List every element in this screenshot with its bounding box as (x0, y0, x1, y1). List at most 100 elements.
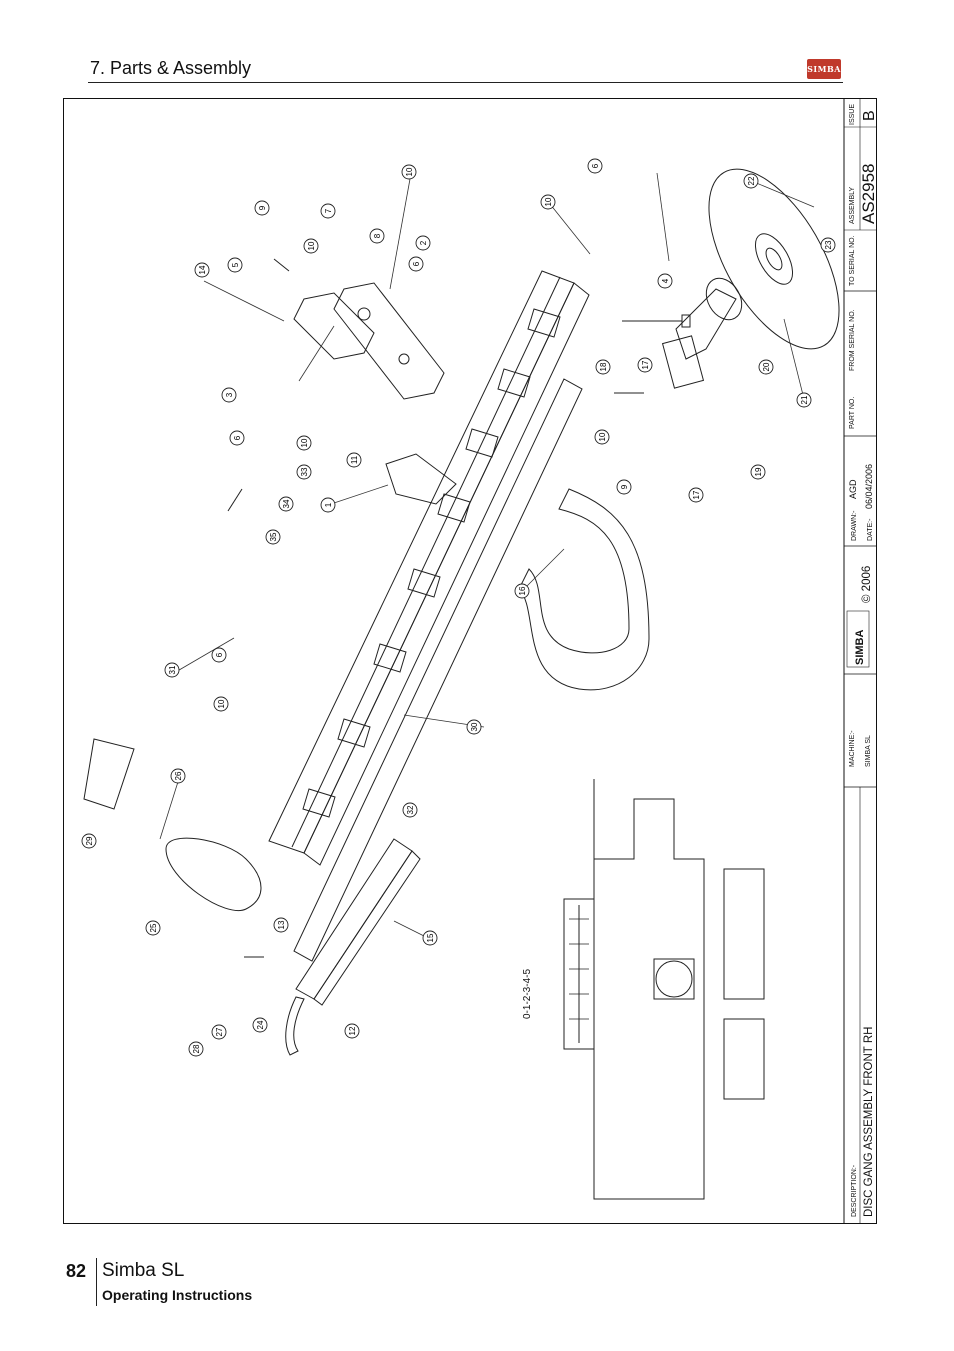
svg-text:17: 17 (641, 360, 650, 369)
callout: 18 (595, 359, 611, 375)
callout: 10 (296, 435, 312, 451)
disc-blade (708, 168, 840, 350)
callout: 11 (346, 452, 362, 468)
callout: 16 (514, 583, 530, 599)
svg-text:30: 30 (470, 722, 479, 731)
svg-text:8: 8 (373, 233, 382, 238)
svg-text:18: 18 (599, 362, 608, 371)
callout: 9 (616, 479, 632, 495)
svg-text:19: 19 (754, 467, 763, 476)
callout: 34 (278, 496, 294, 512)
callout: 20 (758, 359, 774, 375)
callout: 21 (796, 392, 812, 408)
pins-and-bolts (227, 258, 691, 958)
footer-subtitle: Operating Instructions (102, 1287, 253, 1303)
callout: 26 (170, 768, 186, 784)
drawn-value: AGD (848, 479, 858, 499)
callout: 9 (254, 200, 270, 216)
callout: 19 (750, 464, 766, 480)
callout: 31 (164, 662, 180, 678)
footer-divider (96, 1258, 97, 1306)
callout: 23 (820, 237, 836, 253)
page-number: 82 (66, 1261, 87, 1281)
upper-bracket (293, 282, 445, 400)
svg-text:10: 10 (598, 432, 607, 441)
callout: 6 (211, 647, 227, 663)
svg-text:20: 20 (762, 362, 771, 371)
leader-lines (159, 172, 815, 942)
svg-text:35: 35 (269, 532, 278, 541)
svg-text:27: 27 (215, 1027, 224, 1036)
svg-text:11: 11 (350, 455, 359, 464)
svg-text:13: 13 (277, 920, 286, 929)
svg-text:6: 6 (233, 435, 242, 440)
callout: 10 (401, 164, 417, 180)
svg-text:10: 10 (300, 438, 309, 447)
callout: 7 (320, 203, 336, 219)
svg-text:9: 9 (620, 484, 629, 489)
svg-text:23: 23 (824, 240, 833, 249)
svg-text:6: 6 (412, 261, 421, 266)
svg-text:24: 24 (256, 1020, 265, 1029)
svg-text:1: 1 (324, 502, 333, 507)
spring-assembly (83, 738, 262, 911)
simba-logo: SIMBA (807, 59, 841, 79)
svg-text:26: 26 (174, 771, 183, 780)
svg-text:34: 34 (282, 499, 291, 508)
callout: 12 (344, 1023, 360, 1039)
logo-text: SIMBA (807, 64, 841, 74)
svg-text:29: 29 (85, 836, 94, 845)
svg-text:33: 33 (300, 467, 309, 476)
svg-text:17: 17 (692, 490, 701, 499)
callout: 17 (688, 487, 704, 503)
callout: 8 (369, 228, 385, 244)
scale-label: 0-1-2-3-4-5 (522, 969, 533, 1019)
callout: 35 (265, 529, 281, 545)
svg-text:10: 10 (307, 241, 316, 250)
machine-label: MACHINE:- (849, 730, 856, 767)
assembly-number: AS2958 (859, 164, 876, 225)
assembly-label: ASSEMBLY (849, 186, 856, 224)
callout: 29 (81, 833, 97, 849)
svg-text:10: 10 (217, 699, 226, 708)
description-value: DISC GANG ASSEMBLY FRONT RH (863, 1027, 875, 1217)
scale-inset (563, 779, 765, 1200)
callout: 10 (594, 429, 610, 445)
svg-text:10: 10 (405, 167, 414, 176)
description-label: DESCRIPTION:- (851, 1164, 858, 1217)
callout: 24 (252, 1017, 268, 1033)
footer-title: Simba SL (102, 1260, 185, 1281)
issue-value: B (861, 110, 876, 121)
callouts: 1 2 3 4 5 6 6 6 6 7 8 9 9 10 10 10 10 10… (81, 158, 836, 1057)
callout: 10 (540, 194, 556, 210)
from-serial-label: FROM SERIAL NO. (849, 309, 856, 371)
svg-text:16: 16 (518, 586, 527, 595)
callout: 10 (213, 696, 229, 712)
svg-text:28: 28 (192, 1044, 201, 1053)
svg-text:14: 14 (198, 265, 207, 274)
callout: 14 (194, 262, 210, 278)
callout: 5 (227, 257, 243, 273)
svg-text:4: 4 (661, 278, 670, 283)
callout: 25 (145, 920, 161, 936)
callout: 4 (657, 273, 673, 289)
svg-text:31: 31 (168, 665, 177, 674)
svg-text:6: 6 (215, 652, 224, 657)
svg-text:2: 2 (419, 240, 428, 245)
callout: 28 (188, 1041, 204, 1057)
drawing-sheet: DESCRIPTION:- DISC GANG ASSEMBLY FRONT R… (63, 98, 877, 1224)
callout: 32 (402, 802, 418, 818)
page-header: 7. Parts & Assembly SIMBA (88, 56, 843, 83)
main-frame-beam (268, 270, 590, 962)
svg-text:12: 12 (348, 1026, 357, 1035)
machine-value: SIMBA SL (865, 735, 872, 767)
callout: 6 (229, 430, 245, 446)
callout: 27 (211, 1024, 227, 1040)
svg-text:15: 15 (426, 933, 435, 942)
callout: 17 (637, 357, 653, 373)
svg-text:5: 5 (231, 262, 240, 267)
svg-text:9: 9 (258, 205, 267, 210)
to-serial-label: TO SERIAL NO. (849, 235, 856, 286)
callout: 13 (273, 917, 289, 933)
svg-text:22: 22 (747, 176, 756, 185)
